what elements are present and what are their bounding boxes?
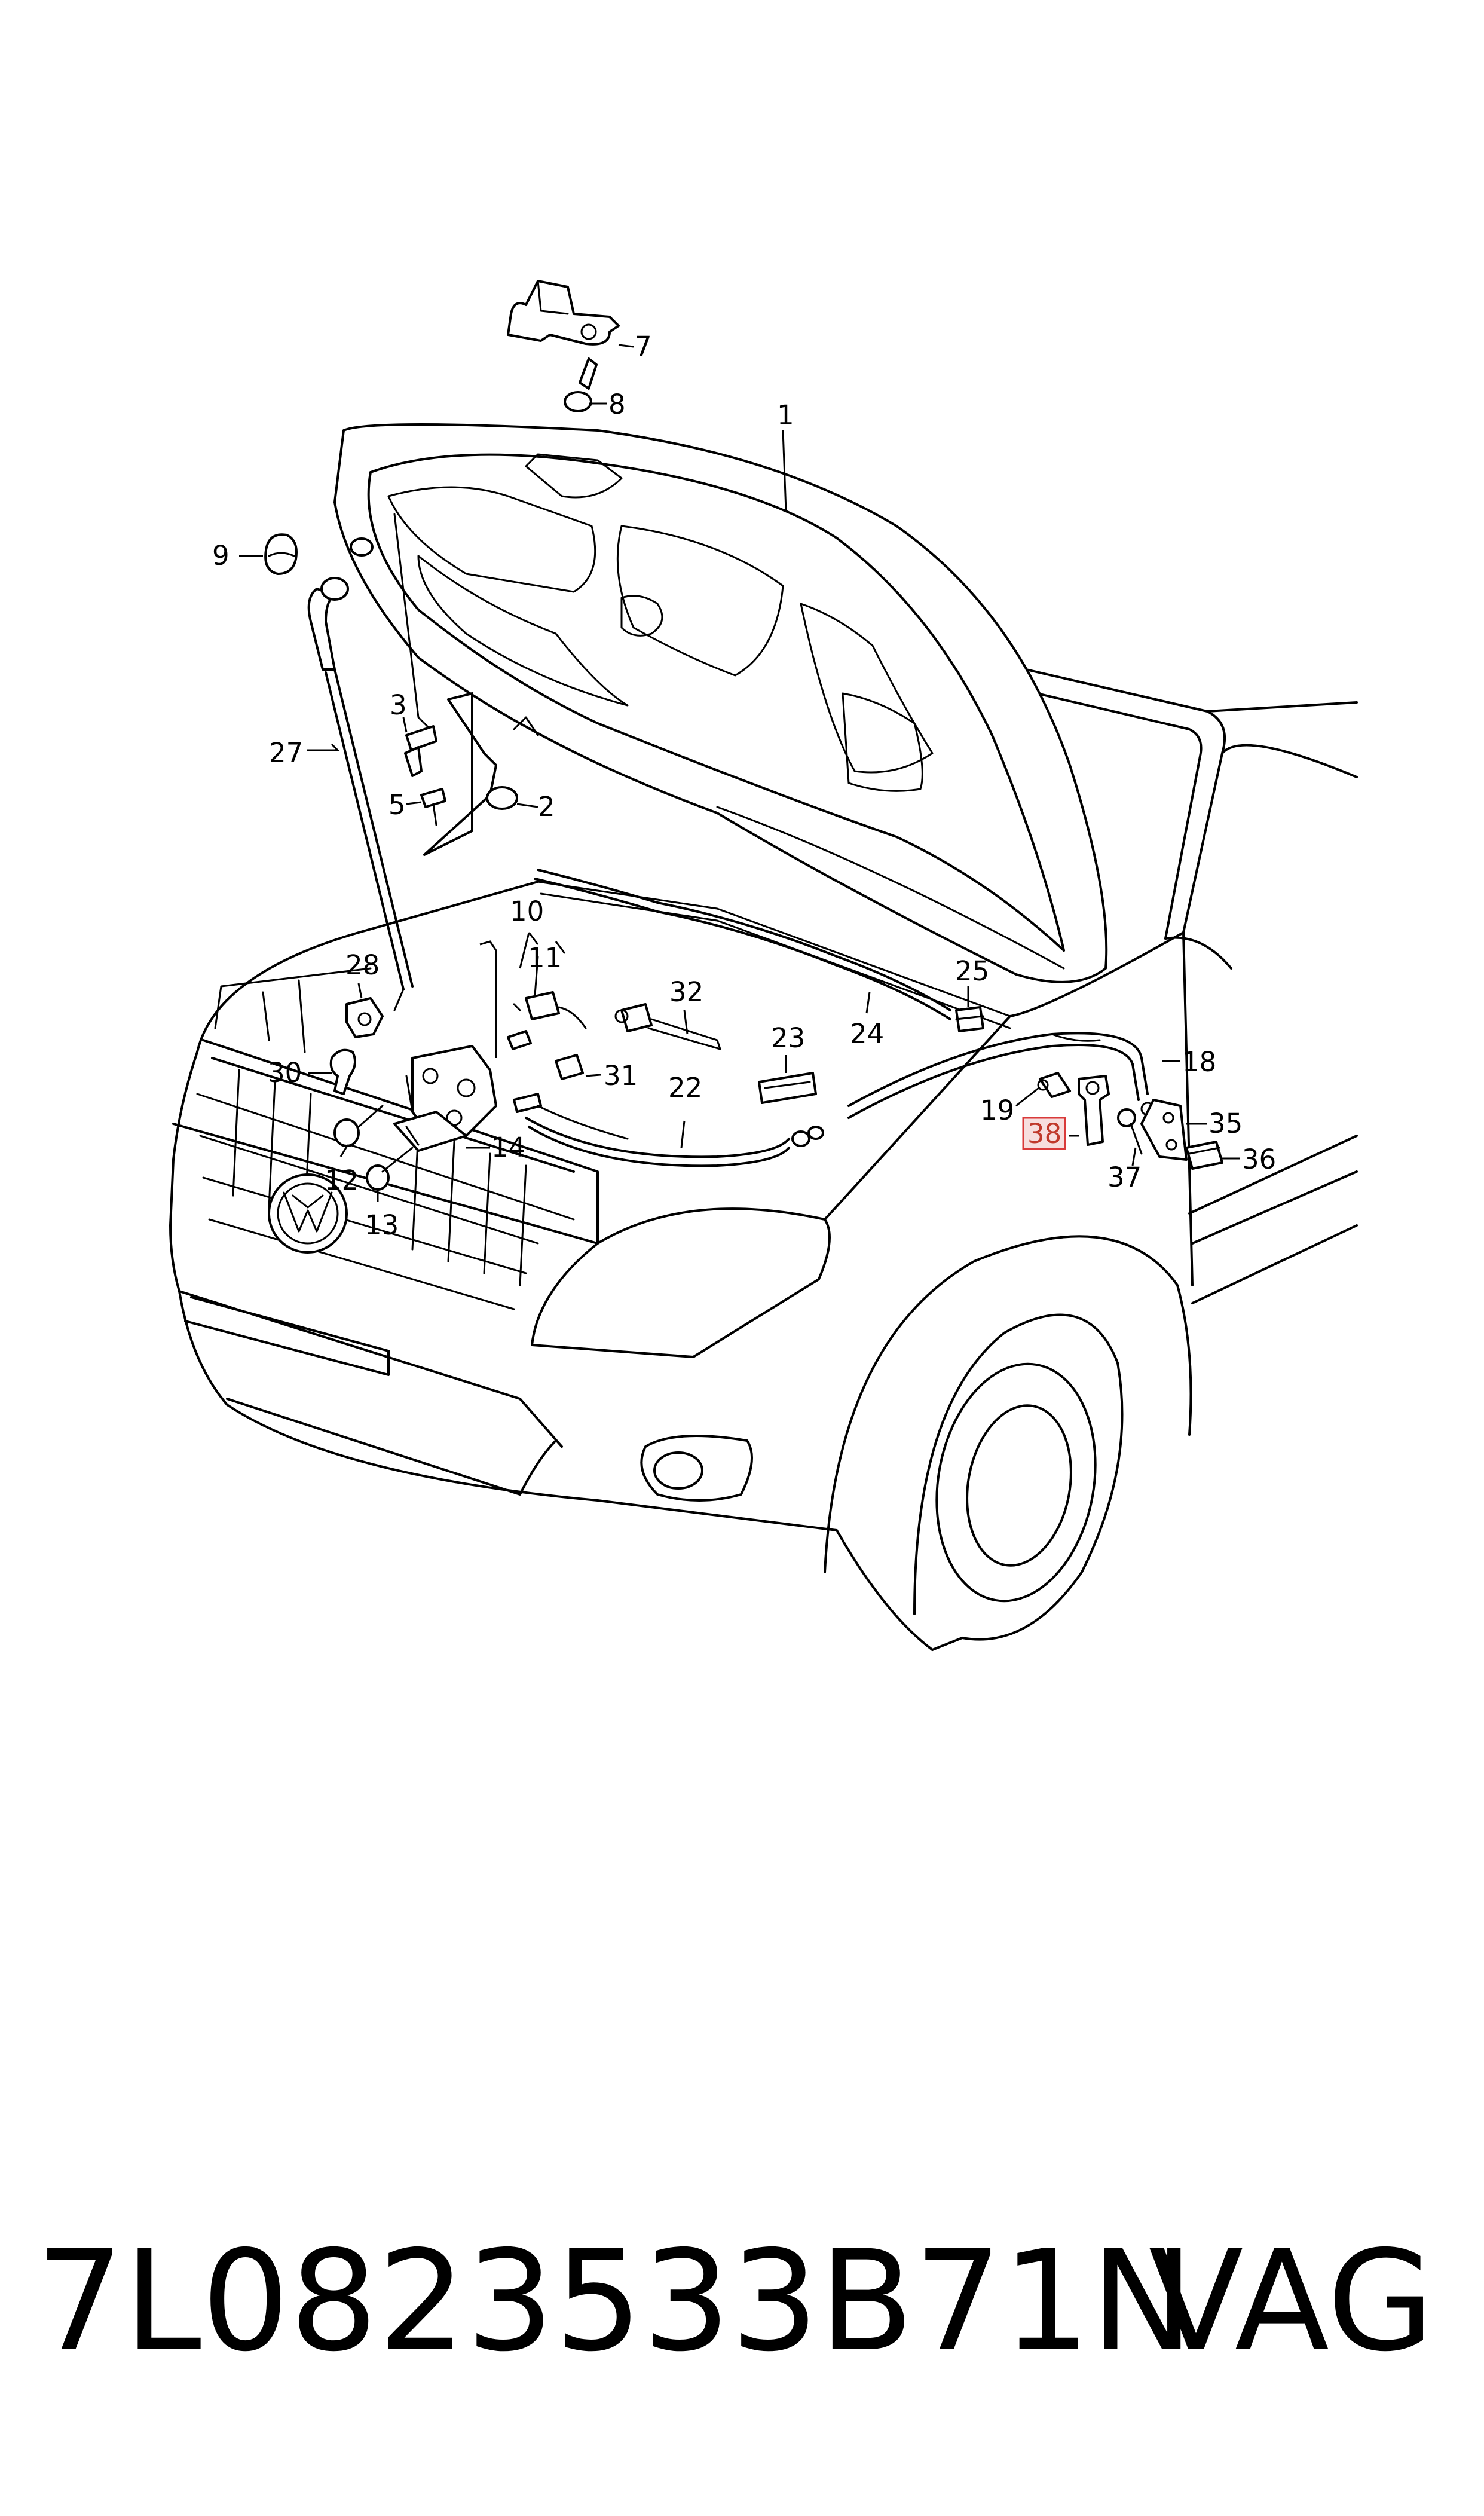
part-7-bracket <box>507 280 620 346</box>
callout-25: 25 <box>955 955 989 987</box>
part-12-nut <box>333 1105 384 1147</box>
part-23-release-handle <box>758 1072 817 1104</box>
callout-38-highlight <box>1022 1117 1066 1150</box>
callout-1: 1 <box>777 399 794 431</box>
part-35-bracket <box>1140 1099 1188 1161</box>
callout-labels: 1 2 3 5 7 8 9 10 11 12 13 14 18 19 22 23… <box>212 331 1276 1241</box>
part-27-gas-strut <box>307 537 414 1011</box>
part-number-footer: 7L0823533B71N VAG <box>36 2224 1458 2379</box>
callout-8: 8 <box>608 389 626 420</box>
callout-28: 28 <box>345 949 380 981</box>
part-9-buffer <box>264 533 298 575</box>
callout-18: 18 <box>1182 1046 1216 1078</box>
part-number: 7L0823533B71N <box>36 2221 1195 2382</box>
callout-14: 14 <box>491 1132 525 1163</box>
part-5-bolt <box>420 788 446 826</box>
part-2-hinge <box>423 692 539 856</box>
callout-3: 3 <box>390 689 407 721</box>
part-37-screw <box>1117 1108 1143 1155</box>
vehicle-body-outline <box>169 656 1358 1651</box>
leader-lines <box>239 344 1240 1202</box>
callout-24: 24 <box>850 1018 884 1050</box>
callout-5: 5 <box>388 789 406 821</box>
callout-13: 13 <box>365 1209 399 1241</box>
callout-2: 2 <box>538 791 555 823</box>
part-11-connector <box>507 1030 532 1050</box>
callout-31: 31 <box>604 1060 638 1092</box>
part-3-bolt <box>404 725 437 777</box>
part-13-bolt <box>366 1147 414 1191</box>
part-14-bracket <box>393 1111 467 1152</box>
callout-10: 10 <box>510 895 544 927</box>
part-8-screw <box>564 357 598 412</box>
part-22-release-cable <box>525 1117 824 1167</box>
callout-9: 9 <box>212 540 230 571</box>
callout-35: 35 <box>1208 1108 1243 1139</box>
part-31-connector <box>555 1054 584 1080</box>
callout-27: 27 <box>269 737 303 769</box>
callout-22: 22 <box>668 1072 702 1103</box>
callout-7: 7 <box>635 331 652 362</box>
callout-36: 36 <box>1242 1144 1276 1175</box>
callout-19: 19 <box>980 1095 1014 1126</box>
callout-38: 38 <box>1027 1118 1061 1150</box>
vw-emblem <box>268 1173 348 1254</box>
part-36-clip <box>1185 1141 1223 1170</box>
part-32-cable-tie <box>614 1003 721 1050</box>
callout-37: 37 <box>1107 1161 1142 1193</box>
part-19-clip <box>1037 1072 1071 1098</box>
part-24-seal-strip <box>534 869 951 1020</box>
part-latch-cable-end <box>513 1093 629 1140</box>
brand-label: VAG <box>1148 2221 1434 2382</box>
hood-panel <box>333 423 1108 983</box>
callout-32: 32 <box>669 976 703 1008</box>
part-11-switch <box>513 991 587 1029</box>
callout-23: 23 <box>771 1022 805 1054</box>
part-30-grommet <box>329 1048 356 1095</box>
callout-12: 12 <box>325 1164 359 1196</box>
part-38-bracket <box>1078 1075 1110 1146</box>
part-28-bracket <box>345 997 384 1038</box>
part-25-clip <box>955 1006 984 1032</box>
callout-30: 30 <box>268 1057 302 1089</box>
callout-11: 11 <box>528 942 562 974</box>
